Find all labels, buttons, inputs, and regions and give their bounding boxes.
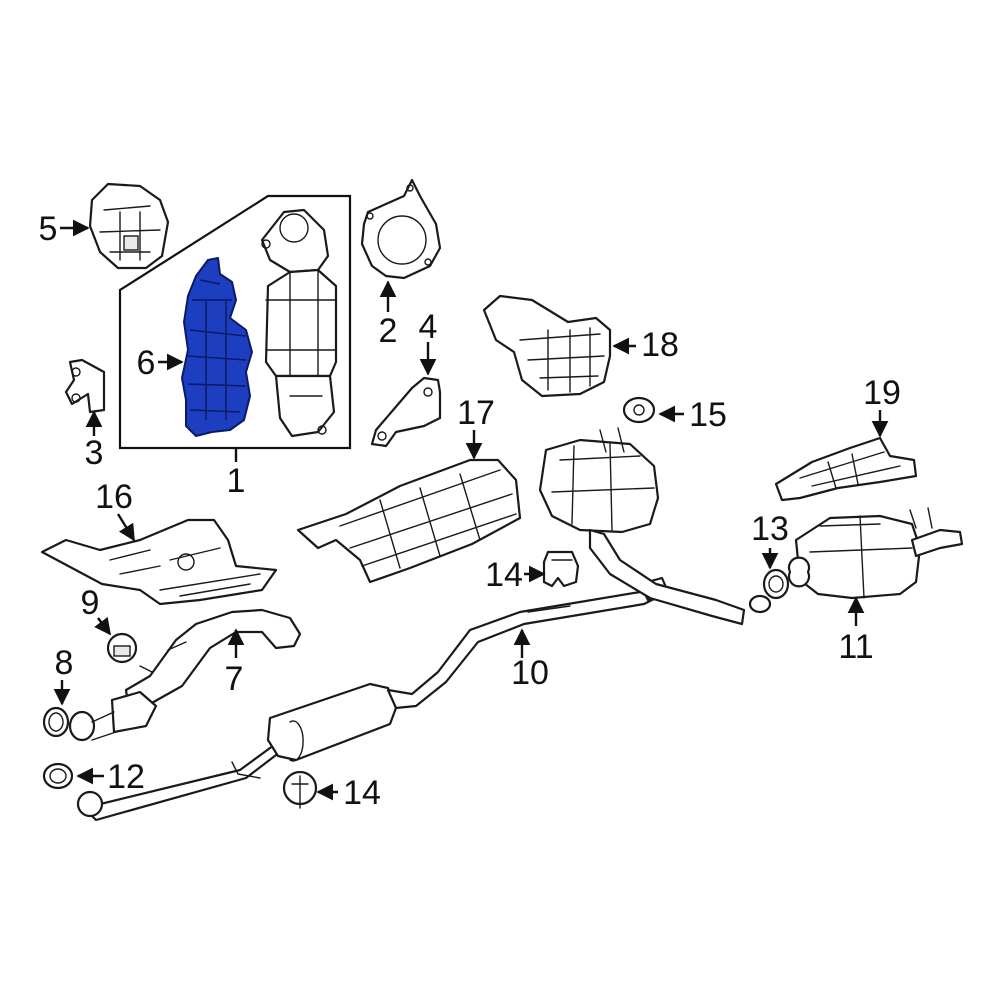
- callout-15: 15: [689, 396, 727, 434]
- part-7-front-pipe[interactable]: [68, 608, 302, 742]
- part-1-catalytic-converter[interactable]: [260, 208, 338, 438]
- callout-4: 4: [419, 308, 438, 346]
- part-3-bracket[interactable]: [64, 358, 106, 414]
- part-2-gasket[interactable]: [360, 178, 442, 280]
- callout-12: 12: [107, 758, 145, 796]
- part-4-bracket[interactable]: [370, 376, 442, 448]
- part-9-hanger[interactable]: [106, 632, 138, 664]
- callout-10: 10: [511, 654, 549, 692]
- callout-7: 7: [225, 660, 244, 698]
- leader-9: [94, 616, 112, 636]
- part-10-center-pipe[interactable]: [76, 576, 670, 822]
- callout-2: 2: [379, 312, 398, 350]
- callout-8: 8: [55, 644, 74, 682]
- part-5-manifold-cover[interactable]: [88, 182, 170, 270]
- leader-16: [116, 513, 136, 542]
- callout-5: 5: [39, 210, 58, 248]
- assembly-1-frame: [118, 194, 352, 450]
- callout-14-lower: 14: [343, 774, 381, 812]
- part-14-hanger-lower[interactable]: [282, 770, 318, 809]
- callout-17: 17: [457, 394, 495, 432]
- part-16-heat-shield[interactable]: [40, 518, 278, 606]
- callout-19: 19: [863, 374, 901, 412]
- part-6-heat-shield[interactable]: [181, 257, 253, 437]
- part-19-heat-shield[interactable]: [774, 436, 918, 502]
- callout-13: 13: [751, 510, 789, 548]
- callout-9: 9: [81, 584, 100, 622]
- callout-11: 11: [838, 628, 873, 666]
- pipe-flange: [748, 594, 772, 614]
- part-18-heat-shield[interactable]: [482, 294, 612, 398]
- callout-14-upper: 14: [485, 556, 523, 594]
- callout-18: 18: [641, 326, 679, 364]
- callout-1: 1: [227, 462, 246, 500]
- part-17-heat-shield[interactable]: [296, 458, 522, 584]
- callout-3: 3: [85, 434, 104, 472]
- callout-16: 16: [95, 478, 133, 516]
- part-14-hanger-upper[interactable]: [542, 550, 580, 588]
- part-13-gasket[interactable]: [762, 568, 790, 600]
- callout-6: 6: [137, 344, 156, 382]
- part-8-gasket[interactable]: [42, 706, 70, 738]
- part-11-rear-muffler[interactable]: [538, 427, 964, 626]
- part-12-gasket[interactable]: [42, 762, 74, 790]
- part-15-hanger[interactable]: [622, 396, 656, 424]
